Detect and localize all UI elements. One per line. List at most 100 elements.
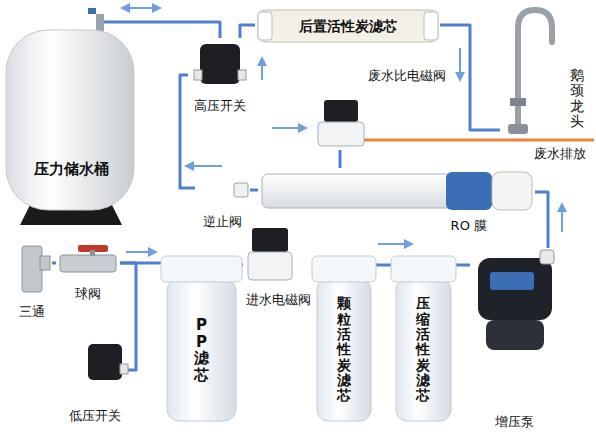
pressure-tank [6,8,134,225]
ro-tube [262,174,452,208]
part-box: 进水电磁阀 [243,225,313,308]
vertical-label: 鹅颈龙头 [570,68,584,130]
check-valve [234,183,248,197]
ball-valve-stem [90,250,95,256]
valve-coil [324,100,358,122]
water-pipe [52,262,56,265]
part-label: 废水比电磁阀 [368,68,446,84]
switch-fitting [194,70,202,80]
filter-box: 颗粒活性炭滤芯 [316,255,372,425]
part-label: 增压泵 [495,414,534,430]
post-filter-body [258,10,438,42]
ro-cap [446,172,492,210]
part-box: 低压开关 [62,335,128,424]
post-filter [258,10,438,42]
ro-housing-cap [492,172,532,210]
waste-ratio-valve [318,100,364,146]
housing-cap [161,256,242,282]
compressed-housing [391,256,456,421]
filter-box: 后置活性炭滤芯 [255,8,440,44]
flow-arrows [122,8,562,252]
flow-arrow [261,58,263,80]
part-box: 球阀 [56,243,120,302]
water-pipe [180,75,195,188]
tee-body [22,246,42,292]
ro-membrane [262,172,532,210]
switch-fitting [120,364,128,374]
filter-box: PP滤芯 [165,255,238,425]
faucet-handle [510,98,526,106]
flow-arrow [459,48,461,80]
housing-body [167,279,236,421]
water-pipe [120,263,136,370]
flow-arrow [378,243,412,245]
valve-body [248,252,292,280]
faucet-base [508,124,528,134]
tank-valve-handle [88,8,96,14]
low-pressure-switch [88,344,128,380]
flow-arrow [561,204,563,232]
water-pipe [535,192,548,248]
part-box: 逆止阀 [195,178,250,230]
vertical-label: PP滤芯 [194,317,209,383]
part-label: 进水电磁阀 [246,292,311,308]
vertical-label: 颗粒活性炭滤芯 [337,296,351,404]
drain-pipe [362,139,594,142]
valve-body [318,122,364,146]
part-label: 高压开关 [194,98,246,114]
granular-housing [312,256,376,421]
tank-fitting [96,14,104,32]
post-filter-cap [424,12,438,40]
flow-arrow [272,127,306,129]
part-label: 三通 [19,304,45,320]
housing-cap [391,256,456,282]
part-label: 后置活性炭滤芯 [299,18,397,35]
vertical-label: 压缩活性炭滤芯 [416,296,430,404]
part-box: 增压泵 [470,248,558,430]
flow-arrow [122,7,160,9]
tee-branch [40,256,50,270]
switch-fitting [238,70,246,80]
booster-pump [478,250,554,350]
part-label: 球阀 [75,286,101,302]
faucet-spout [518,10,552,128]
ball-valve [60,245,116,272]
housing-cap [312,256,376,282]
part-box: 三通 [12,243,52,320]
gooseneck-faucet [508,10,552,134]
part-label: 低压开关 [69,408,121,424]
water-pipe [240,25,255,38]
part-label: RO 膜 [451,218,487,234]
part-box: 高压开关 [188,38,252,114]
part-box: RO 膜 [258,168,535,234]
drain-label: 废水排放 [534,146,586,162]
part-box: 鹅颈龙头 [500,5,588,150]
water-pipe [250,189,258,192]
flow-arrow [122,7,160,9]
pp-housing [161,256,242,421]
inlet-solenoid [248,228,292,280]
valve-coil [252,228,288,252]
ball-valve-body [60,255,116,272]
water-pipe [339,150,342,168]
pump-plate [490,272,534,290]
flow-arrow [186,165,222,167]
tank-box: 压力储水桶 [5,30,137,225]
flow-arrow [126,251,156,253]
tank-body [6,30,134,210]
tee-fitting [22,246,50,292]
high-pressure-switch [194,44,246,84]
housing-body [396,279,451,421]
switch-body [200,44,240,84]
part-box: 废水比电磁阀 [315,68,450,150]
pump-port [540,250,554,264]
post-filter-cap [258,12,272,40]
part-label: 逆止阀 [203,214,242,230]
switch-body [88,344,122,380]
filter-box: 压缩活性炭滤芯 [393,255,452,425]
water-pipe [440,25,500,130]
pump-motor [486,320,544,350]
